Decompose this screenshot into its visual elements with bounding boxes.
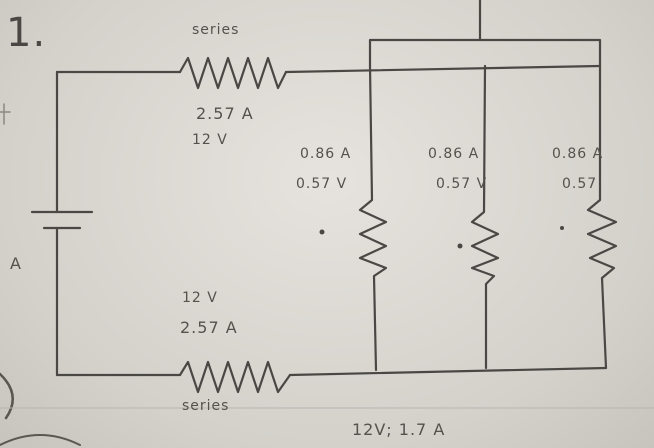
resistor-bottom-series	[178, 360, 292, 394]
branch-1-wire	[358, 64, 388, 372]
bottom-resistor-voltage: 12 V	[182, 290, 218, 306]
bottom-resistor-type: series	[182, 398, 230, 414]
branch-1-voltage: 0.57 V	[296, 176, 348, 192]
top-resistor-voltage: 12 V	[192, 132, 228, 148]
ink-dot	[319, 229, 325, 235]
parallel-bracket	[368, 38, 602, 68]
bottom-note: 12V; 1.7 A	[352, 420, 446, 439]
branch-2-wire	[470, 64, 500, 370]
branch-3-current: 0.86 A	[552, 146, 604, 162]
margin-arc-bottom	[0, 434, 81, 446]
margin-arc	[0, 372, 14, 420]
battery-label: A	[10, 254, 22, 273]
bottom-resistor-current: 2.57 A	[180, 318, 238, 337]
branch-2-voltage: 0.57 V	[436, 176, 488, 192]
branch-3-wire	[586, 64, 618, 370]
problem-number: 1.	[6, 10, 47, 56]
branch-1-current: 0.86 A	[300, 146, 352, 162]
top-resistor-type: series	[192, 22, 240, 38]
ink-dot	[457, 243, 463, 249]
branch-3-voltage: 0.57	[562, 176, 598, 192]
top-resistor-current: 2.57 A	[196, 104, 254, 123]
branch-2-current: 0.86 A	[428, 146, 480, 162]
resistor-top-series	[178, 56, 288, 90]
ink-dot	[560, 226, 564, 230]
wire-bottom-right	[288, 366, 608, 377]
margin-mark	[0, 103, 11, 125]
wire-top-right	[284, 64, 602, 74]
